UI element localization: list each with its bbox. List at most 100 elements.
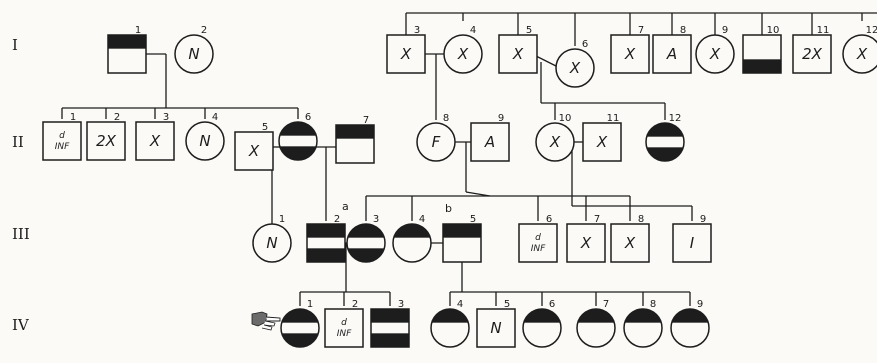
- individual-I-4: 4X: [443, 25, 483, 74]
- individual-II-5: 5X: [234, 122, 274, 171]
- square-symbol: [135, 121, 175, 161]
- affected-fill-top: [577, 309, 615, 323]
- affected-fill-bottom: [307, 248, 345, 262]
- affected-fill-bottom: [279, 146, 317, 160]
- affected-fill-bottom: [371, 333, 409, 347]
- individual-number: 6: [582, 39, 588, 50]
- individual-III-1: 1N: [252, 214, 292, 263]
- individual-number: 4: [470, 25, 476, 36]
- square-symbol: [442, 223, 482, 263]
- circle-symbol: [185, 121, 225, 161]
- individual-number: 3: [398, 299, 404, 310]
- individual-I-7: 7X: [610, 25, 650, 74]
- circle-symbol: [280, 308, 320, 348]
- individual-number: 5: [504, 299, 510, 310]
- affected-fill-top: [646, 123, 684, 137]
- individual-I-8: 8A: [652, 25, 692, 74]
- individual-I-6: 6X: [555, 39, 595, 88]
- individual-IV-5: 5N: [476, 299, 516, 348]
- symbol-text: N: [490, 319, 501, 337]
- square-symbol: [582, 122, 622, 162]
- individual-II-6: 6: [278, 112, 318, 161]
- square-symbol: [672, 223, 712, 263]
- individual-number: 12: [669, 113, 682, 124]
- affected-fill-top: [624, 309, 662, 323]
- individual-I-2: 2N: [174, 25, 214, 74]
- individual-I-12: 12X: [842, 25, 877, 74]
- symbol-text: X: [457, 45, 469, 63]
- square-symbol: [234, 131, 274, 171]
- square-symbol: [386, 34, 426, 74]
- individual-III-5: 5: [442, 214, 482, 263]
- circle-symbol: [174, 34, 214, 74]
- symbol-text: X: [580, 234, 592, 252]
- individual-number: 5: [526, 25, 532, 36]
- affected-fill-top: [108, 35, 146, 49]
- individual-II-12: 12: [645, 113, 685, 162]
- individual-I-9: 9X: [695, 25, 735, 74]
- individual-III-3: 3: [346, 214, 386, 263]
- individual-number: 3: [163, 112, 169, 123]
- affected-fill-top: [443, 224, 481, 238]
- circle-symbol: [645, 122, 685, 162]
- individual-number: 9: [700, 214, 706, 225]
- circle-symbol: [555, 48, 595, 88]
- generation-label-III: III: [12, 225, 30, 243]
- symbol-text: A: [484, 133, 495, 151]
- square-symbol: [324, 308, 364, 348]
- individual-II-2: 2 2X: [86, 112, 126, 161]
- circle-symbol: [430, 308, 470, 348]
- individual-number: 7: [594, 214, 600, 225]
- individual-number: 9: [498, 113, 504, 124]
- individual-number: 1: [279, 214, 285, 225]
- individual-number: 6: [305, 112, 311, 123]
- symbol-text: 2X: [96, 132, 117, 150]
- circle-symbol: [278, 121, 318, 161]
- individual-number: 1: [70, 112, 76, 123]
- symbol-text: I: [690, 234, 695, 252]
- individual-II-4: 4N: [185, 112, 225, 161]
- symbol-text: X: [856, 45, 868, 63]
- individual-number: 6: [546, 214, 552, 225]
- affected-fill-bottom: [281, 333, 319, 347]
- individual-II-10: 10X: [535, 113, 575, 162]
- symbol-text: X: [709, 45, 721, 63]
- pedigree-lines: [61, 12, 877, 306]
- circle-symbol: [842, 34, 877, 74]
- affected-fill-top: [279, 122, 317, 136]
- individual-III-9: 9I: [672, 214, 712, 263]
- individual-III-4: 4: [392, 214, 432, 263]
- individual-number: 8: [638, 214, 644, 225]
- symbol-text: X: [248, 142, 260, 160]
- square-symbol: [107, 34, 147, 74]
- individual-number: 8: [443, 113, 449, 124]
- individual-number: 11: [607, 113, 620, 124]
- individual-number: 10: [559, 113, 572, 124]
- individual-number: 4: [212, 112, 218, 123]
- square-symbol: [498, 34, 538, 74]
- individual-number: 7: [638, 25, 644, 36]
- individual-number: 3: [414, 25, 420, 36]
- affected-fill-bottom: [347, 248, 385, 262]
- symbol-text: X: [149, 132, 161, 150]
- individual-II-8: 8F: [416, 113, 456, 162]
- symbol-text: N: [188, 45, 199, 63]
- individual-III-7: 7X: [566, 214, 606, 263]
- circle-symbol: [623, 308, 663, 348]
- pointing-hand-icon: [251, 311, 281, 331]
- affected-fill-top: [431, 309, 469, 323]
- individual-number: 2: [114, 112, 120, 123]
- circle-symbol: [443, 34, 483, 74]
- symbol-text: N: [199, 132, 210, 150]
- individual-IV-4: 4: [430, 299, 470, 348]
- circle-symbol: [576, 308, 616, 348]
- square-symbol: [518, 223, 558, 263]
- circle-symbol: [670, 308, 710, 348]
